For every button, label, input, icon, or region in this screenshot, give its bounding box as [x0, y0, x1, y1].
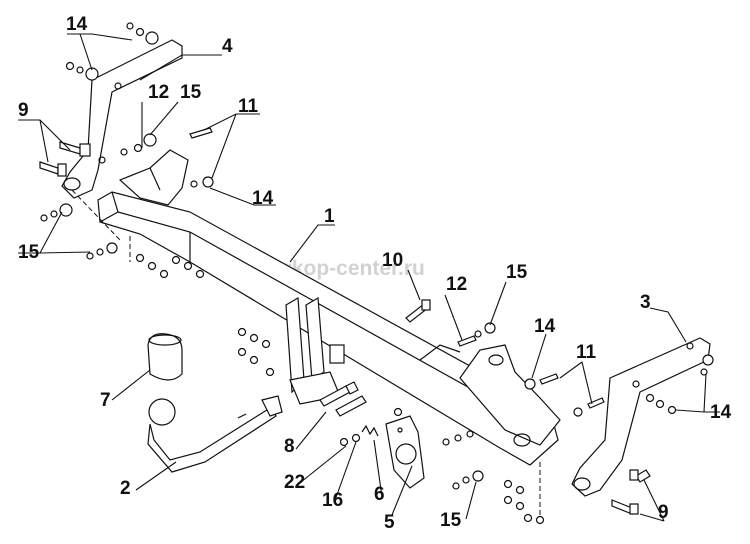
cross-beam-part-1: [97, 149, 561, 520]
callout-11-left: 11: [238, 96, 259, 117]
callout-15-bottom: 15: [440, 510, 462, 531]
callout-2: 2: [120, 478, 131, 499]
callout-11-right: 11: [576, 342, 597, 363]
fasteners-hardware: [39, 22, 714, 525]
callout-3: 3: [640, 292, 651, 313]
callout-5: 5: [384, 512, 395, 533]
callout-7: 7: [100, 390, 111, 411]
callout-15-top: 15: [180, 82, 202, 103]
callout-14-center: 14: [534, 316, 556, 337]
leader-lines: [18, 33, 720, 522]
callout-15-center: 15: [506, 262, 528, 283]
callout-6: 6: [374, 484, 385, 505]
callout-4: 4: [222, 36, 233, 57]
socket-plate-part-5: [385, 415, 425, 489]
callout-15-left: 15: [18, 242, 40, 263]
callout-12-left: 12: [148, 82, 169, 103]
callout-22: 22: [284, 472, 305, 493]
callout-1: 1: [324, 206, 335, 227]
callout-10: 10: [382, 250, 403, 271]
ball-neck-part-2: [147, 395, 283, 473]
bolt-part-10: [405, 299, 431, 323]
callout-12-right: 12: [446, 274, 467, 295]
watermark-text: farkop-center.ru: [265, 257, 425, 280]
spring-part-6: [361, 424, 379, 437]
bolts-part-8: [319, 381, 367, 417]
callout-16: 16: [322, 490, 343, 511]
callout-14-right: 14: [710, 402, 732, 423]
ball-cover-part-7: [147, 333, 183, 381]
callout-14-top: 14: [66, 14, 88, 35]
callout-8: 8: [284, 436, 295, 457]
callout-labels: 14 4 12 15 9 11 14 1 15 10 12 15 3 14 11…: [18, 14, 732, 533]
right-side-bracket-part-3: [571, 337, 711, 497]
callout-14-mid: 14: [252, 188, 274, 209]
callout-9-left: 9: [18, 100, 29, 121]
callout-9-right: 9: [658, 502, 669, 523]
left-side-bracket-part-4: [61, 39, 183, 241]
